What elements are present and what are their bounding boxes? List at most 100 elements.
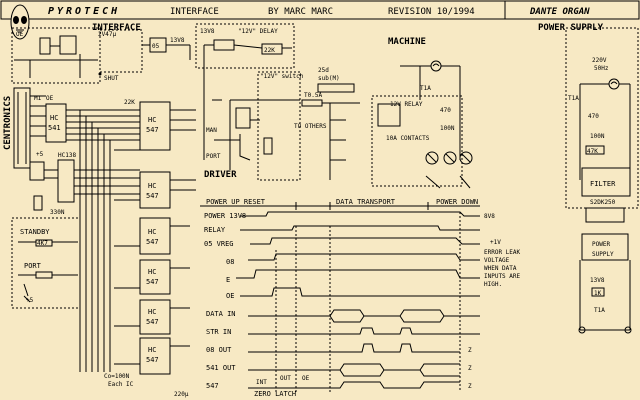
psu-label-1: POWER xyxy=(592,241,610,248)
label-hc138: HC138 xyxy=(58,152,76,159)
power-mains: 220V xyxy=(592,57,607,64)
hc541-l1: HC xyxy=(50,114,58,122)
sig-541-out: 541 OUT xyxy=(206,364,236,372)
note-line-3: WHEN DATA xyxy=(484,265,517,272)
machine-r: 470 xyxy=(440,107,451,114)
label-port: PORT xyxy=(24,262,42,270)
section-driver: DRIVER xyxy=(204,170,237,180)
machine-fuse: T1A xyxy=(420,85,431,92)
section-machine: MACHINE xyxy=(388,37,426,47)
power-47k: 47K xyxy=(587,148,598,155)
power-freq: 50Hz xyxy=(594,65,609,72)
end-z1: Z xyxy=(468,347,472,354)
bottom-oe: OE xyxy=(302,375,310,382)
hc547-column: HC 547 HC 547 HC 547 HC 547 HC 547 HC 54… xyxy=(139,101,171,375)
hc547-5-l1: HC xyxy=(148,308,156,316)
data-bus xyxy=(30,95,140,372)
phase-data: DATA TRANSPORT xyxy=(336,198,396,206)
psu-13v8: 13V8 xyxy=(590,277,605,284)
note-co: Co=100N xyxy=(104,373,130,380)
psu-1k: 1K xyxy=(594,290,602,297)
timing-diagram: POWER UP RESET DATA TRANSPORT POWER DOWN… xyxy=(200,198,521,398)
bottom-int: INT xyxy=(256,379,267,386)
end-1v: +1V xyxy=(490,239,501,246)
hc547-5-l2: 547 xyxy=(146,318,159,326)
label-22k: 22K xyxy=(124,99,135,106)
product-name: DANTE ORGAN xyxy=(529,7,590,17)
driver-man: MAN xyxy=(206,127,217,134)
note-line-4: INPUTS ARE xyxy=(484,273,521,280)
hc547-chip-5 xyxy=(139,299,171,335)
label-4k7: 4K7 xyxy=(37,240,48,247)
sig-vreg: 05 VREG xyxy=(204,240,234,248)
driver-box xyxy=(257,71,301,181)
phase-power-down: POWER DOWN xyxy=(436,198,478,206)
hc541-chip xyxy=(45,103,67,143)
label-standby: STANDBY xyxy=(20,228,50,236)
label-oe2: OE xyxy=(46,95,54,102)
hc547-3-l1: HC xyxy=(148,228,156,236)
bridge-label: S2DK250 xyxy=(590,199,616,206)
driver-13v8: 13V8 xyxy=(200,28,215,35)
hc547-4-l1: HC xyxy=(148,268,156,276)
sig-oe: OE xyxy=(226,292,234,300)
hc547-6-l2: 547 xyxy=(146,356,159,364)
hc547-chip-1 xyxy=(139,101,171,151)
sig-relay: RELAY xyxy=(204,226,226,234)
hc547-2-l1: HC xyxy=(148,182,156,190)
sig-08-out: 08 OUT xyxy=(206,346,232,354)
machine-contacts: 10A CONTACTS xyxy=(386,135,430,142)
header-frame xyxy=(0,0,640,20)
hc138-chip xyxy=(57,159,75,203)
label-13v8: 13V8 xyxy=(170,37,185,44)
zero-latch: ZERO LATCH xyxy=(254,390,296,398)
delay-box xyxy=(195,23,295,69)
machine-connector: 25d xyxy=(318,67,329,74)
ac-source-icon xyxy=(430,60,442,72)
label-05: 05 xyxy=(152,43,160,50)
bottom-out: OUT xyxy=(280,375,291,382)
hc547-3-l2: 547 xyxy=(146,238,159,246)
hc547-2-l2: 547 xyxy=(146,192,159,200)
label-m1: M1 xyxy=(34,95,42,102)
note-line-1: ERROR LEAK xyxy=(484,249,521,256)
standby-box xyxy=(11,217,81,309)
hc547-1-l2: 547 xyxy=(146,126,159,134)
label-220u: 220µ xyxy=(174,391,189,398)
hc547-chip-6 xyxy=(139,337,171,375)
driver-switch: "12V" switch xyxy=(260,73,304,80)
dsub-connector xyxy=(317,83,355,93)
mains-source-icon xyxy=(608,78,620,90)
machine-box xyxy=(371,95,463,187)
end-8v8: 8V8 xyxy=(484,213,495,220)
sig-power: POWER 13V8 xyxy=(204,212,246,220)
machine-connector-2: sub(M) xyxy=(318,75,340,82)
brand-title: PYROTECH xyxy=(48,6,120,17)
sig-data-in: DATA IN xyxy=(206,310,236,318)
power-fuse: T1A xyxy=(568,95,579,102)
author: BY MARC MARC xyxy=(268,7,333,17)
label-plus5: +5 xyxy=(36,151,44,158)
hc547-chip-4 xyxy=(139,259,171,295)
power-cap: 100N xyxy=(590,133,605,140)
section-interface: INTERFACE xyxy=(92,23,141,33)
lamp-icons xyxy=(425,151,473,165)
driver-port: PORT xyxy=(206,153,221,160)
end-z3: Z xyxy=(468,383,472,390)
driver-to-others: TO OTHERS xyxy=(294,123,327,130)
machine-cap: 100N xyxy=(440,125,455,132)
driver-delay: "12V" DELAY xyxy=(238,28,278,35)
revision: REVISION 10/1994 xyxy=(388,7,475,17)
hc547-chip-3 xyxy=(139,217,171,255)
label-cap: 2V47µ xyxy=(98,31,116,38)
label-plus5-b: +5 xyxy=(26,297,34,304)
phase-power-up: POWER UP RESET xyxy=(206,198,266,206)
psu-label-2: SUPPLY xyxy=(592,251,614,258)
hc547-4-l2: 547 xyxy=(146,278,159,286)
note-line-2: VOLTAGE xyxy=(484,257,510,264)
psu-box xyxy=(581,233,629,261)
hc547-1-l1: HC xyxy=(148,116,156,124)
note-each-ic: Each IC xyxy=(108,381,134,388)
